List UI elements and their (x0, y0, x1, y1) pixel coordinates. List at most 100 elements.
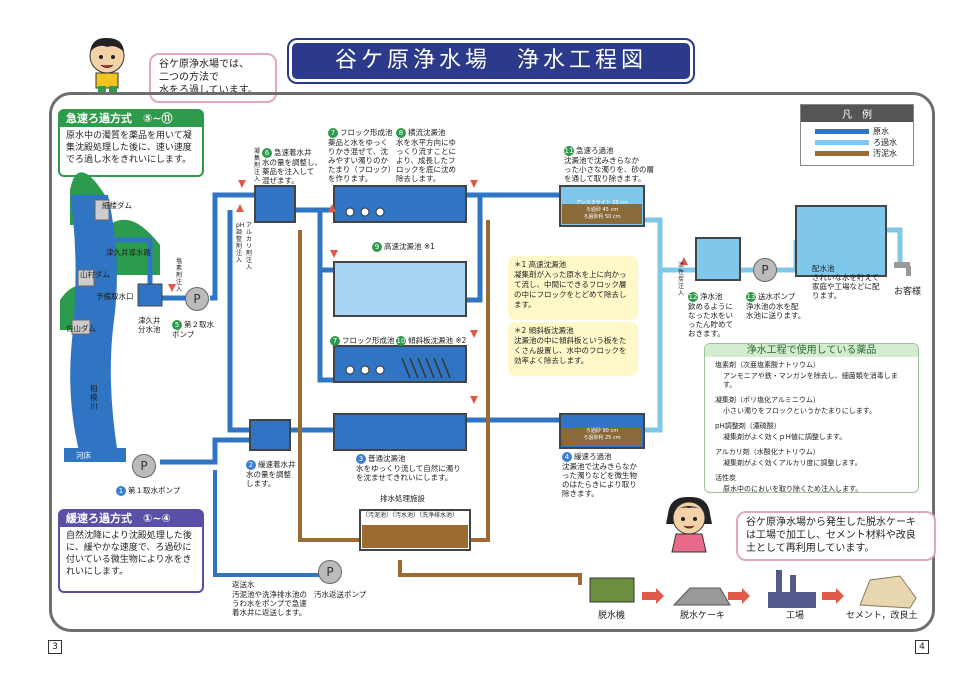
chemical-name: アルカリ剤（水酸化ナトリウム） (715, 448, 820, 456)
wastewater-facility-label: 排水処理施設 (380, 494, 425, 503)
return-water-title: 返送水 (232, 580, 255, 589)
label-tsukui-tank: 津久井 分水池 (138, 316, 161, 334)
diagram-frame (49, 92, 935, 632)
floc-basin-bottom (333, 345, 467, 383)
step-12-text: 浄水池 飲めるように なった水をい ったん貯めて おきます。 (688, 292, 733, 338)
recycle-arrow-2 (728, 588, 750, 604)
recycle-arrow-3 (822, 588, 844, 604)
step-1-text: 第１取水ポンプ (128, 486, 181, 495)
label-tunnel: 津久井導水路 (106, 248, 151, 257)
inject-arrow-8 (680, 257, 688, 265)
slow-receiving-well (249, 419, 291, 451)
distribution-label: 配水池 きれいな水を貯えて 家庭や工場などに配 ります。 (812, 264, 880, 300)
slow-filtration-body: 自然沈降により沈殿処理した後に、緩やかな速度で、ろ過砂に付いている微生物により水… (66, 531, 192, 577)
floc-basin-top (333, 185, 467, 223)
rapid-filtration-body: 原水中の濁質を薬品を用いて凝集沈殿処理した後に、速い速度でろ過し水をきれいにしま… (66, 131, 192, 165)
page-number-left: 3 (48, 640, 62, 654)
legend-title: 凡 例 (801, 105, 913, 122)
sludge-pipe-bottom (398, 560, 582, 585)
river (70, 195, 118, 455)
high-speed-basin (333, 261, 467, 317)
pipe-mid-return (466, 195, 483, 303)
label-dam-upper: 細楼ダム (102, 201, 132, 210)
pipe-slow-out (645, 270, 663, 433)
pump-transmission: P (753, 258, 777, 282)
pipe-split-down (317, 210, 335, 383)
sludge-pipe-main (298, 230, 360, 542)
return-water-body: 汚泥池や洗浄排水池の うわ水をポンプで急速 着水井に返送します。 (232, 590, 307, 617)
river-bed (64, 448, 126, 462)
step-9-text: 高速沈澱池 ※1 (384, 242, 435, 251)
legend-item: 汚泥水 (801, 148, 913, 159)
rapid-filter-sand (562, 204, 642, 224)
wastewater-sub-label: （汚泥池）（汚水池）（洗浄排水池） (362, 512, 459, 519)
label-dam-low: 佐山ダム (66, 324, 96, 333)
rapid-layer-2: ろ過砂 45 cm (585, 207, 619, 213)
recycle-arrow-1 (642, 588, 664, 604)
boy-mascot (78, 34, 136, 96)
dewatering-machine (589, 577, 635, 603)
slow-filter-sand (562, 428, 642, 446)
recycle-cake-label: 脱水ケーキ (680, 611, 726, 621)
inject-label-carbon: 活性炭注入 (678, 262, 685, 297)
step-8-text: 横流沈澱池 水を水平方向にゆ っくり流すことに より、成長したフ ロックを底に沈… (396, 128, 456, 183)
note-high-speed-title: ＊1 高速沈澱池 (514, 260, 567, 269)
chemical-description: 小さい濁りをフロックというかたまりにします。 (723, 407, 877, 415)
rapid-filtration-heading: 急速ろ過方式 ⑤~⑪ (60, 111, 202, 127)
girl-mascot (660, 494, 718, 560)
chemical-name: 塩素剤（次亜塩素酸ナトリウム） (715, 361, 820, 369)
label-river: 相模川 (90, 384, 98, 411)
clear-water-reservoir (695, 237, 741, 281)
page-title: 谷ケ原浄水場 浄水工程図 (287, 38, 695, 84)
rapid-layer-3: ろ過砂利 50 cm (583, 214, 621, 220)
rapid-filtration-box: 急速ろ過方式 ⑤~⑪ 原水中の濁質を薬品を用いて凝集沈殿処理した後に、速い速度で… (58, 109, 204, 177)
dam-lower (71, 319, 91, 335)
legend-label: ろ過水 (873, 138, 897, 147)
chemical-description: アンモニアや鉄・マンガンを除去し、細菌類を消毒します。 (723, 372, 898, 389)
legend: 凡 例 原水ろ過水汚泥水 (800, 104, 914, 166)
step-10-text: 傾斜板沈澱池 ※2 (408, 336, 467, 345)
note-inclined-body: 沈澱池の中に傾斜板という板をたくさん設置し、水中のフロックを効率よく除去します。 (514, 336, 627, 365)
legend-label: 原水 (873, 127, 889, 136)
slow-filtration-box: 緩速ろ過方式 ①~④ 自然沈降により沈殿処理した後に、緩やかな速度で、ろ過砂に付… (58, 509, 204, 593)
note-inclined-title: ＊2 傾斜板沈澱池 (514, 326, 574, 335)
chemical-name: 活性炭 (715, 474, 736, 482)
return-pipe (213, 470, 320, 577)
inject-arrow-4 (330, 250, 338, 258)
step-6-text: 急速着水井 水の量を調整し、 薬品を注入して 混ぜます。 (262, 148, 322, 185)
slow-filtration-heading: 緩速ろ過方式 ①~④ (60, 511, 202, 527)
recycle-bubble: 谷ケ原浄水場から発生した脱水ケーキ は工場で加工し、セメント材料や改良 土として… (736, 511, 936, 561)
pump-intake-1: P (132, 454, 156, 478)
recycle-dewatering-label: 脱水機 (598, 611, 626, 621)
inject-arrow-5 (470, 330, 478, 338)
cement-bags (859, 575, 917, 609)
dam-upper (94, 199, 110, 221)
inject-arrow-9 (470, 396, 478, 404)
legend-swatch (815, 129, 869, 134)
inject-arrow-6 (236, 204, 244, 212)
legend-label: 汚泥水 (873, 149, 897, 158)
dewatered-cake (672, 587, 731, 606)
inject-arrow-1 (168, 284, 176, 292)
pipe-west-loop (227, 210, 250, 433)
step-2-text: 緩速着水井 水の量を調整 します。 (246, 460, 296, 488)
label-riverbed: 河床 (76, 451, 91, 460)
faucet-customer (894, 262, 911, 276)
chemicals-title: 浄水工程で使用している薬品 (705, 344, 918, 357)
rapid-filter-layers: アンスラサイト 25 cm ろ過砂 45 cm ろ過砂利 50 cm (564, 200, 640, 221)
factory (768, 570, 816, 608)
step-3-text: 普通沈澱池 水をゆっくり流して自然に濁り を沈ませてきれいにします。 (356, 454, 461, 482)
step-7b-text: フロック形成池 (342, 336, 395, 345)
